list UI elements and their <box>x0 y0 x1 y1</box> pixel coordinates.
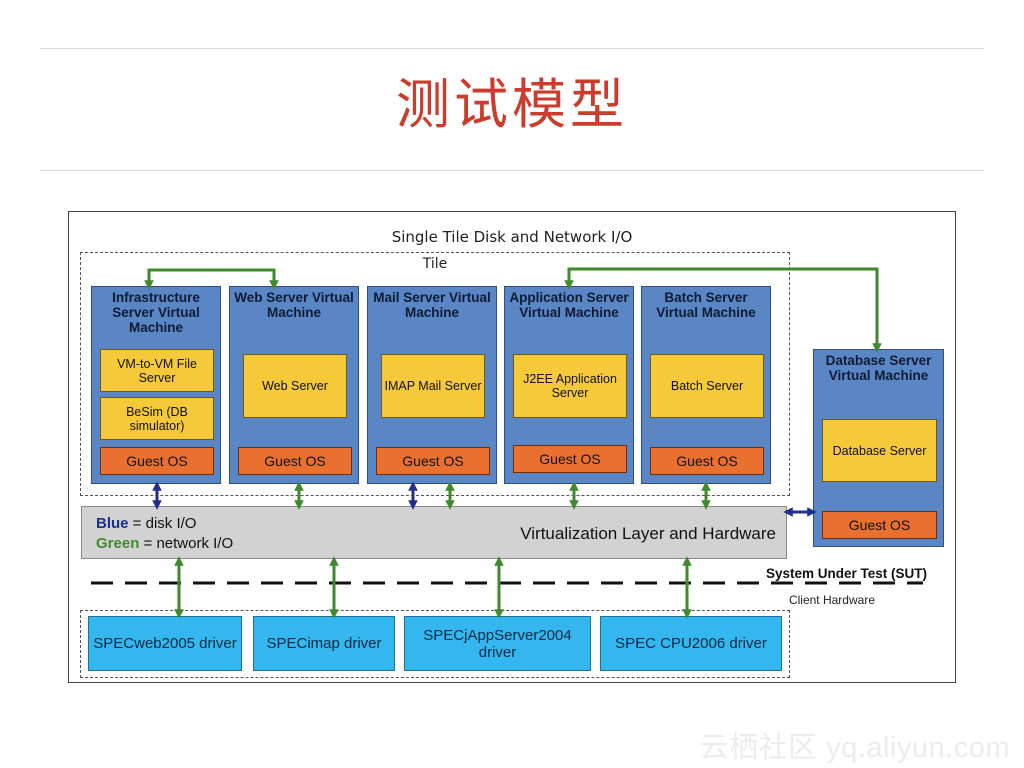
vm-database-server: Database Server Virtual Machine Database… <box>813 349 944 547</box>
legend-disk-io: Blue = disk I/O <box>96 515 196 532</box>
connectors <box>91 267 923 619</box>
app-besim: BeSim (DB simulator) <box>100 397 214 440</box>
app-batch-server: Batch Server <box>650 354 764 418</box>
guest-os: Guest OS <box>513 445 627 473</box>
vm-title: Database Server Virtual Machine <box>825 353 932 383</box>
tile-container: Tile <box>80 252 790 496</box>
guest-os: Guest OS <box>238 447 352 475</box>
guest-os: Guest OS <box>376 447 490 475</box>
network-io-infra-web <box>144 268 279 290</box>
diagram-title: Single Tile Disk and Network I/O <box>391 228 633 246</box>
slide-title: 测试模型 <box>396 73 628 136</box>
legend-term-green: Green <box>96 535 140 552</box>
watermark: 云栖社区 yq.aliyun.com <box>699 732 1010 764</box>
sut-label: System Under Test (SUT) <box>765 566 927 581</box>
driver-specweb2005: SPECweb2005 driver <box>88 616 242 671</box>
virtualization-layer-label: Virtualization Layer and Hardware <box>520 524 776 543</box>
legend-term-blue: Blue <box>96 515 129 532</box>
app-web-server: Web Server <box>243 354 347 418</box>
legend-text: = network I/O <box>139 535 234 552</box>
legend-text: = disk I/O <box>128 515 197 532</box>
driver-specjappserver2004: SPECjAppServer2004 driver <box>404 616 591 671</box>
guest-os: Guest OS <box>650 447 764 475</box>
guest-os: Guest OS <box>822 511 937 539</box>
virtualization-layer: Blue = disk I/O Green = network I/O Virt… <box>81 506 787 559</box>
vm-infrastructure: Infrastructure Server Virtual Machine VM… <box>91 286 221 484</box>
vm-mail-server: Mail Server Virtual Machine IMAP Mail Se… <box>367 286 497 484</box>
vm-title: Infrastructure Server Virtual Machine <box>112 290 200 335</box>
vm-title: Web Server Virtual Machine <box>234 290 354 320</box>
vm-web-server: Web Server Virtual Machine Web Server Gu… <box>229 286 359 484</box>
app-vm-to-vm-file-server: VM-to-VM File Server <box>100 349 214 392</box>
legend-network-io: Green = network I/O <box>96 535 233 552</box>
driver-specimap: SPECimap driver <box>253 616 395 671</box>
app-database-server: Database Server <box>822 419 937 482</box>
guest-os: Guest OS <box>100 447 214 475</box>
vm-title: Mail Server Virtual Machine <box>373 290 491 320</box>
client-container <box>80 610 790 678</box>
top-rule <box>40 48 984 49</box>
app-j2ee-application-server: J2EE Application Server <box>513 354 627 418</box>
tile-label: Tile <box>422 256 448 272</box>
title-rule <box>40 170 984 171</box>
app-imap-mail-server: IMAP Mail Server <box>381 354 485 418</box>
network-io-app-db <box>564 267 882 353</box>
diagram-frame: Single Tile Disk and Network I/O Tile In… <box>68 211 956 683</box>
client-hardware-label: Client Hardware <box>788 593 875 607</box>
